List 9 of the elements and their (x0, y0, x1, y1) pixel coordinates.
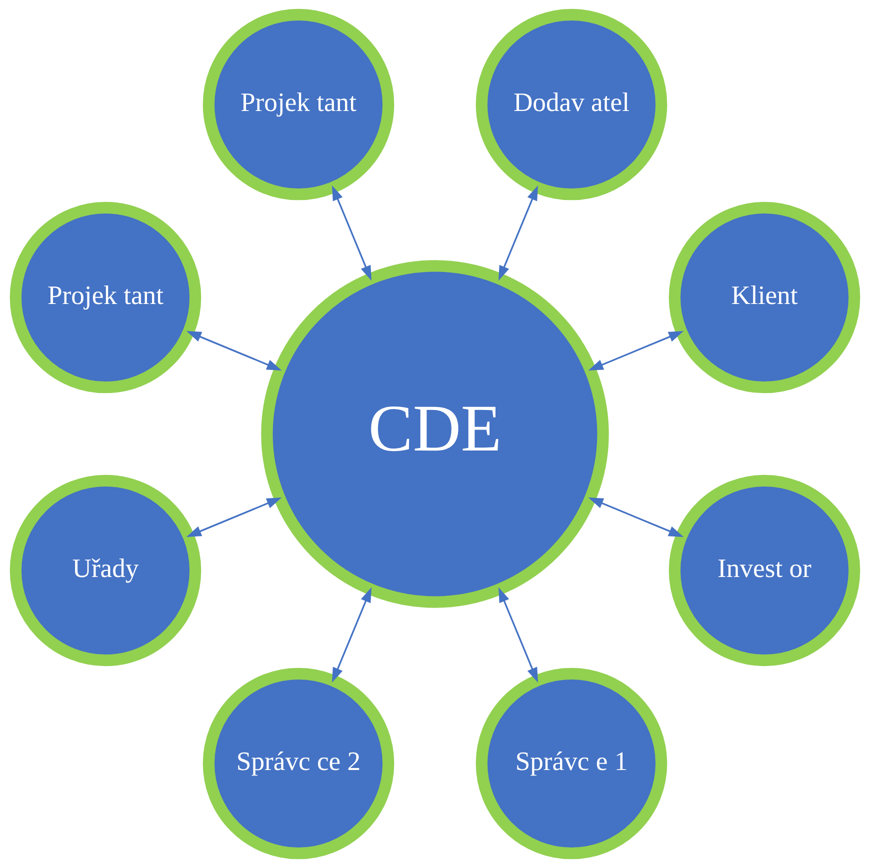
arrow (331, 185, 372, 281)
arrow (186, 331, 282, 371)
arrow (498, 587, 538, 683)
arrow (186, 497, 282, 538)
arrow (588, 497, 684, 538)
node-circle: CDE (260, 260, 608, 608)
arrow (331, 587, 372, 683)
arrow (588, 331, 684, 371)
arrow (498, 185, 538, 281)
